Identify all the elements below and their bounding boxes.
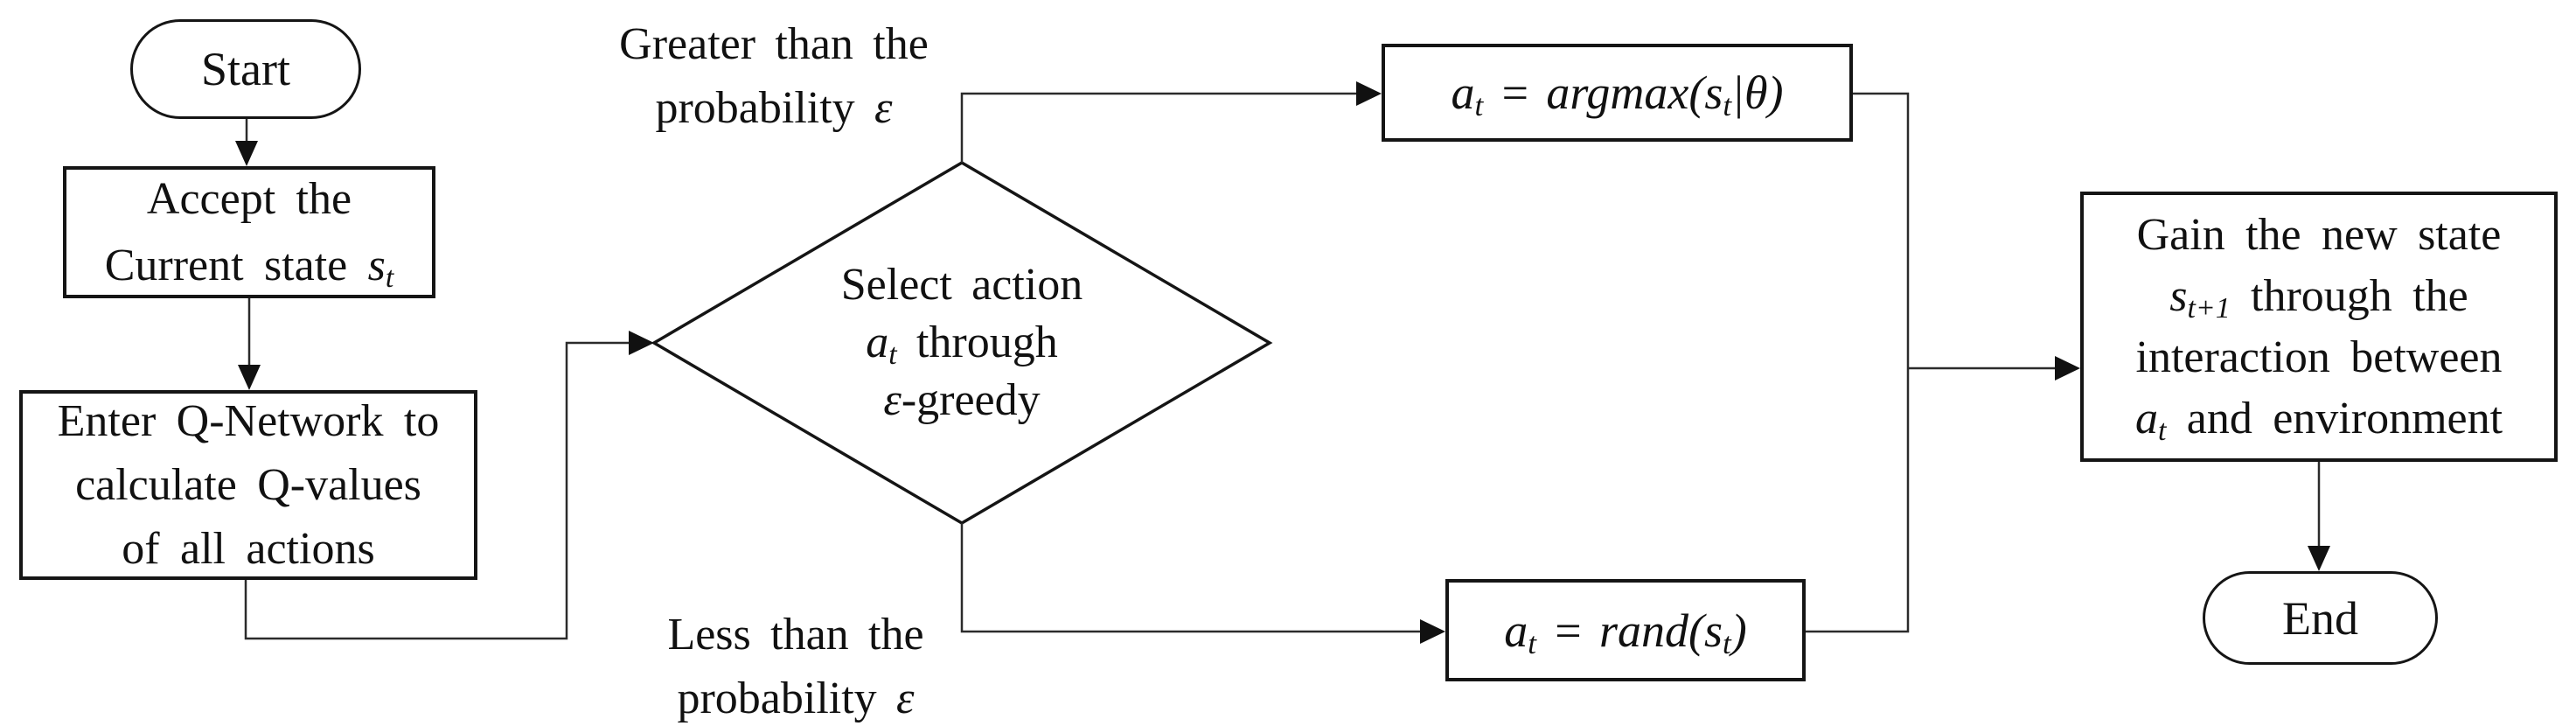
- arrowhead-into-accept: [235, 141, 258, 166]
- var-s: s: [1704, 66, 1723, 119]
- edge-decision-rand: [960, 523, 1420, 633]
- rand-formula: at = rand(st): [1504, 604, 1747, 660]
- var-epsilon: ε: [896, 674, 915, 723]
- arrowhead-into-enter: [238, 365, 261, 390]
- var-a: a: [1504, 604, 1528, 657]
- var-s: s: [367, 240, 386, 290]
- subscript-t: t: [1528, 625, 1536, 660]
- node-argmax-action: at = argmax(st|θ): [1382, 44, 1853, 142]
- arrowhead-into-argmax: [1356, 81, 1382, 106]
- accept-line-1: Accept the: [146, 173, 352, 224]
- var-a: a: [1451, 66, 1475, 119]
- subscript-t-plus-1: t+1: [2187, 291, 2231, 325]
- greater-label-line-1: Greater than the: [619, 19, 929, 69]
- gain-line-1: Gain the new state: [2136, 209, 2502, 260]
- node-accept-state: Accept the Current state st: [63, 166, 435, 298]
- subscript-t: t: [1474, 88, 1484, 123]
- greater-label-line-2: probability ε: [655, 83, 893, 133]
- less-label-line-1: Less than the: [667, 610, 924, 660]
- arrowhead-into-end: [2308, 546, 2330, 571]
- var-a: a: [866, 318, 889, 367]
- node-start: Start: [130, 19, 361, 119]
- enter-line-1: Enter Q-Network to: [57, 396, 440, 446]
- subscript-t: t: [1723, 625, 1731, 660]
- decision-line-3: ε-greedy: [883, 375, 1041, 425]
- var-s: s: [2169, 270, 2188, 321]
- argmax-formula: at = argmax(st|θ): [1451, 66, 1784, 123]
- start-label: Start: [201, 43, 290, 95]
- var-s: s: [1704, 604, 1723, 657]
- node-gain-new-state: Gain the new state st+1 through the inte…: [2080, 192, 2558, 462]
- arrowhead-into-rand: [1420, 619, 1445, 644]
- edge-label-greater-than-probability: Greater than the probability ε: [573, 12, 975, 140]
- gain-line-4: at and environment: [2134, 393, 2503, 447]
- enter-line-3: of all actions: [122, 524, 375, 574]
- enter-line-2: calculate Q-values: [75, 460, 421, 510]
- var-theta: |θ): [1731, 66, 1784, 119]
- node-random-action: at = rand(st): [1445, 579, 1806, 681]
- arrowhead-into-decision: [629, 331, 654, 355]
- accept-line-2: Current state st: [104, 240, 394, 294]
- end-label: End: [2282, 591, 2358, 645]
- subscript-t: t: [888, 339, 897, 372]
- subscript-t: t: [1723, 88, 1732, 123]
- var-a: a: [2134, 393, 2158, 443]
- decision-line-2: at through: [866, 318, 1058, 372]
- var-epsilon: ε: [874, 83, 893, 133]
- less-label-line-2: probability ε: [677, 674, 915, 723]
- subscript-t: t: [385, 261, 394, 294]
- node-decision-epsilon-greedy: Select action at through ε-greedy: [743, 255, 1180, 430]
- node-end: End: [2203, 571, 2438, 665]
- decision-line-1: Select action: [840, 260, 1083, 310]
- edge-label-less-than-probability: Less than the probability ε: [595, 603, 997, 726]
- edge-decision-argmax: [960, 92, 1356, 163]
- edge-argmax-join: [1806, 92, 1910, 633]
- subscript-t: t: [2157, 414, 2167, 447]
- arrowhead-into-gain: [2055, 356, 2080, 380]
- gain-line-3: interaction between: [2135, 332, 2503, 382]
- node-enter-q-network: Enter Q-Network to calculate Q-values of…: [19, 390, 477, 580]
- gain-line-2: st+1 through the: [2169, 270, 2468, 325]
- var-epsilon: ε: [883, 375, 902, 425]
- edge-enter-decision: [244, 341, 629, 640]
